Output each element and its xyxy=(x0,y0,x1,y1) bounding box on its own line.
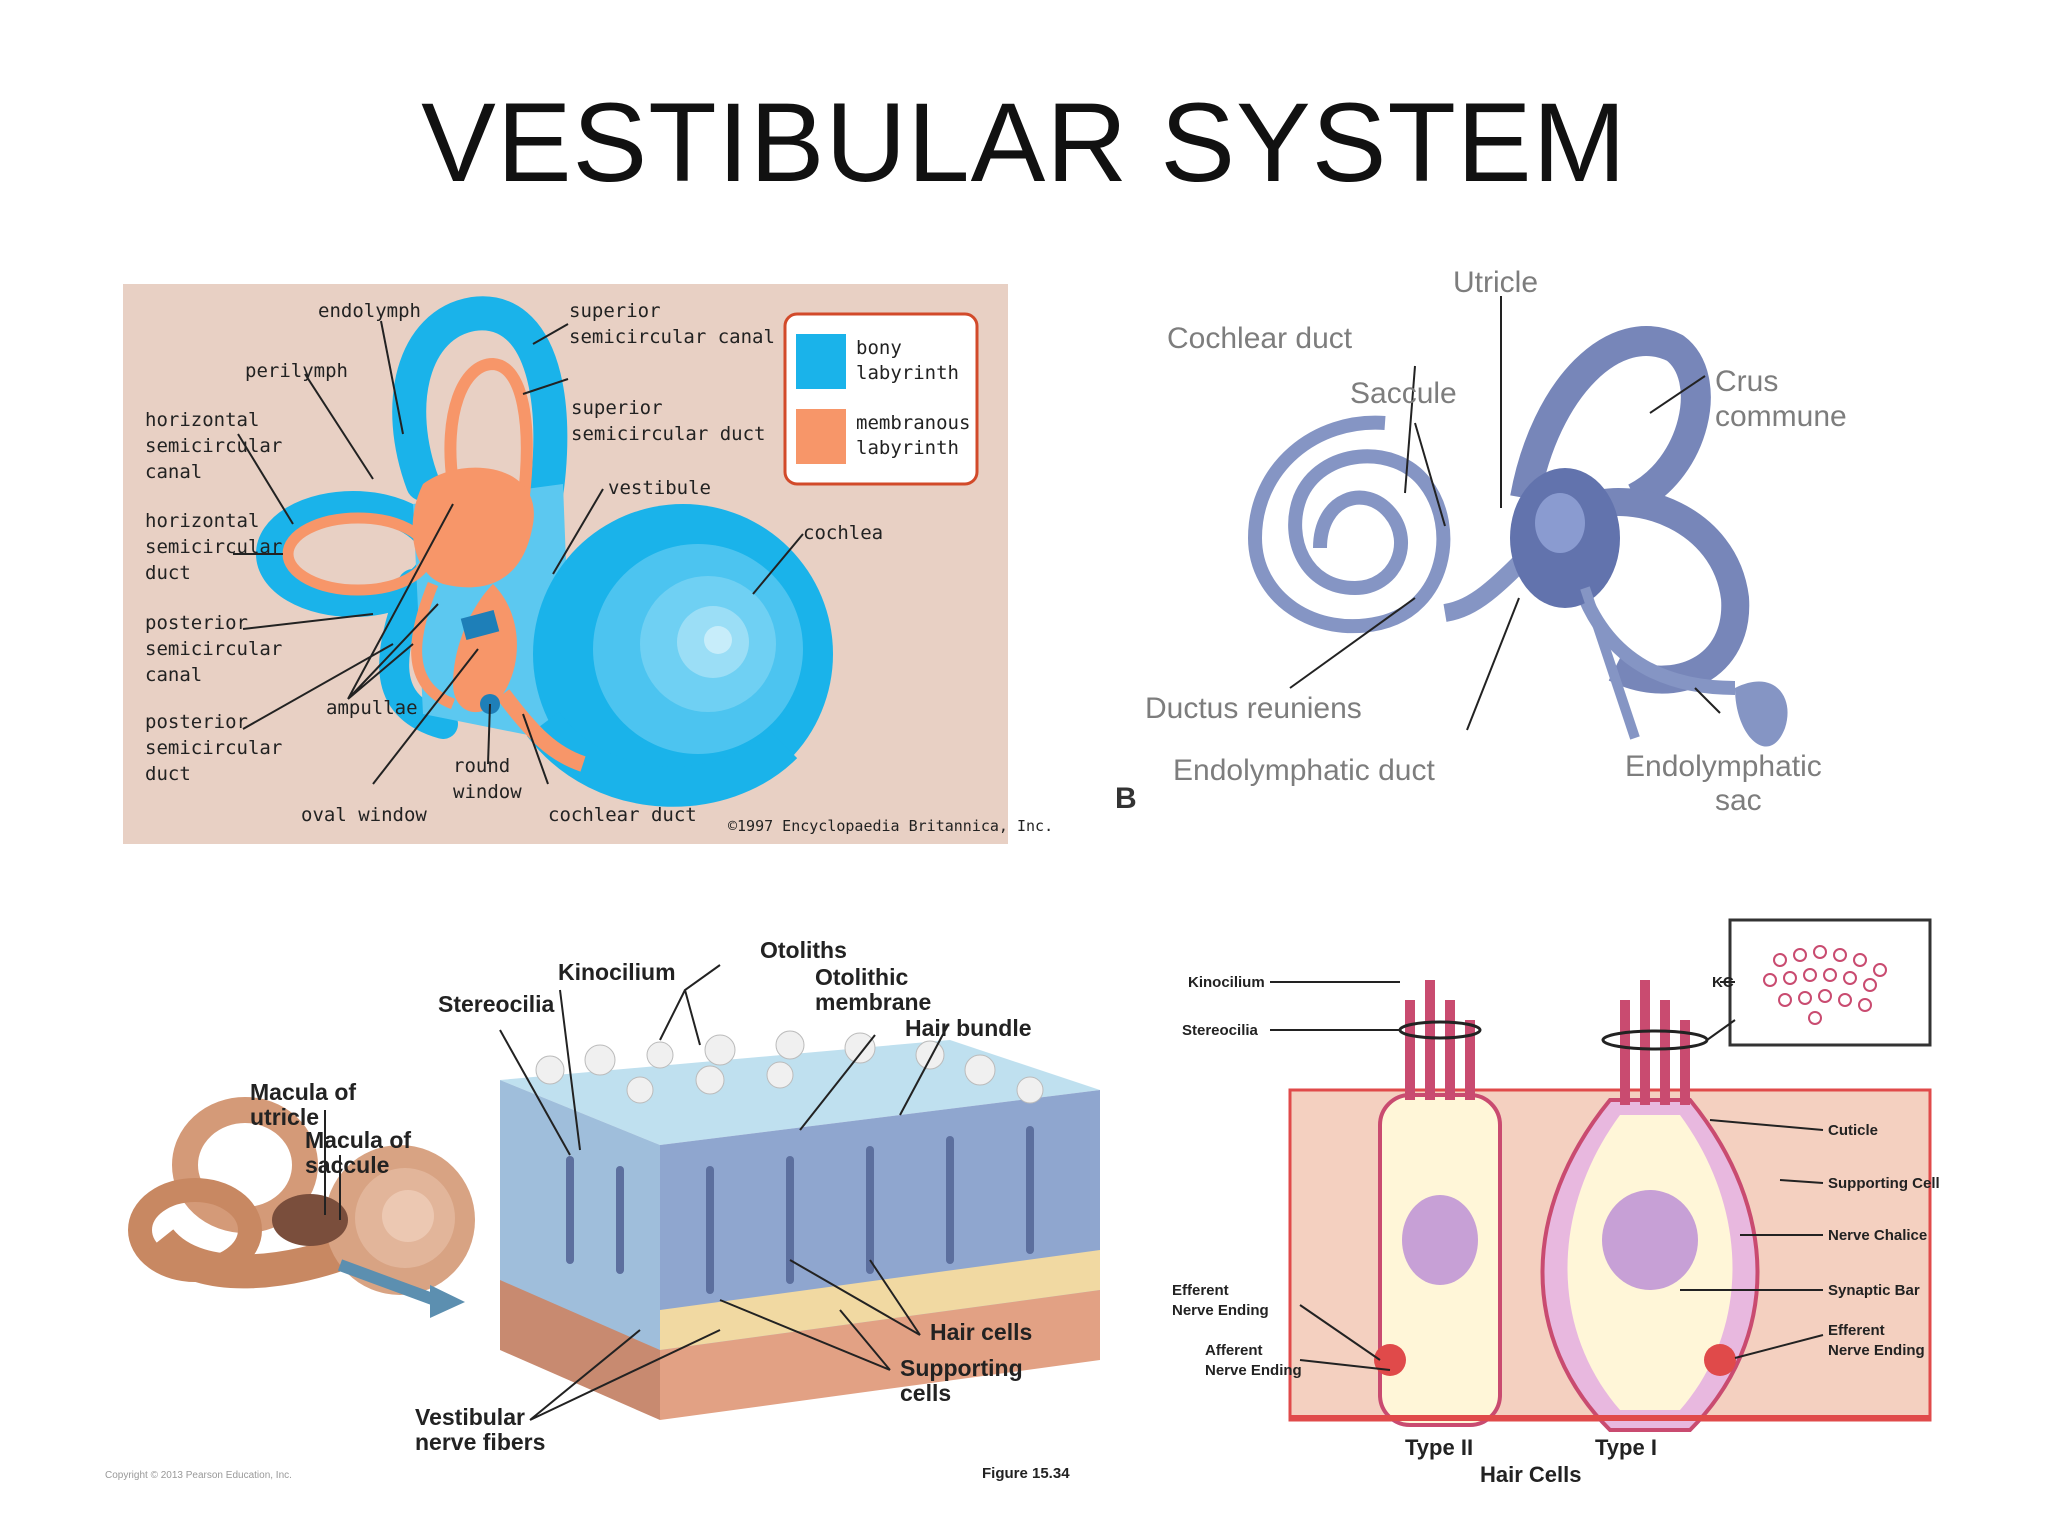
label-nerve-chalice: Nerve Chalice xyxy=(1828,1227,1927,1244)
label-round-window-1: round xyxy=(453,755,510,777)
label-perilymph: perilymph xyxy=(245,360,348,382)
label-posterior-canal-2: semicircular xyxy=(145,638,282,660)
label-kinocilium-macula: Kinocilium xyxy=(558,959,676,985)
label-horizontal-canal-1: horizontal xyxy=(145,409,259,431)
label-cuticle: Cuticle xyxy=(1828,1122,1878,1139)
label-posterior-canal-3: canal xyxy=(145,664,202,686)
utricle-saccule-illustration xyxy=(1510,468,1788,747)
legend-membranous-line1: membranous xyxy=(856,412,970,434)
label-stereocilia-hair: Stereocilia xyxy=(1182,1022,1259,1039)
label-otolithic-membrane-1: Otolithic xyxy=(815,964,908,990)
label-supporting-cells-1: Supporting xyxy=(900,1355,1023,1381)
label-utricle: Utricle xyxy=(1453,266,1538,299)
label-vestibule: vestibule xyxy=(608,477,711,499)
label-horizontal-canal-3: canal xyxy=(145,461,202,483)
label-efferent-right-2: Nerve Ending xyxy=(1828,1342,1925,1359)
legend-bony-line2: labyrinth xyxy=(856,362,959,384)
label-ductus-reuniens: Ductus reuniens xyxy=(1145,692,1362,725)
label-round-window-2: window xyxy=(453,781,522,803)
label-macula-utricle-1: Macula of xyxy=(250,1079,356,1105)
panel-letter: B xyxy=(1115,782,1137,815)
macula-diagram: Macula of utricle Macula of saccule Kino… xyxy=(100,930,1100,1490)
label-endolymphatic-sac-2: sac xyxy=(1715,784,1762,817)
inner-ear-diagram: bony labyrinth membranous labyrinth xyxy=(123,284,1053,844)
label-synaptic-bar: Synaptic Bar xyxy=(1828,1282,1920,1299)
label-macula-saccule-1: Macula of xyxy=(305,1127,411,1153)
legend-bony-line1: bony xyxy=(856,337,902,359)
label-kinocilium-hair: Kinocilium xyxy=(1188,974,1265,991)
label-endolymphatic-duct: Endolymphatic duct xyxy=(1173,754,1435,787)
label-cochlear-duct: cochlear duct xyxy=(548,804,697,826)
label-crus-commune-1: Crus xyxy=(1715,365,1778,398)
label-macula-saccule-2: saccule xyxy=(305,1152,389,1178)
legend-membranous-line2: labyrinth xyxy=(856,437,959,459)
label-supporting-cells-2: cells xyxy=(900,1380,951,1406)
figure-number: Figure 15.34 xyxy=(982,1465,1070,1482)
label-macula-utricle-2: utricle xyxy=(250,1104,319,1130)
label-vestibular-nerve-2: nerve fibers xyxy=(415,1429,545,1455)
tissue-block-illustration xyxy=(500,1030,1100,1420)
label-posterior-duct-1: posterior xyxy=(145,711,248,733)
label-horizontal-canal-2: semicircular xyxy=(145,435,282,457)
legend-swatch-bony xyxy=(796,334,846,389)
label-hair-cells: Hair cells xyxy=(930,1319,1032,1345)
label-horizontal-duct-3: duct xyxy=(145,562,191,584)
ear-copyright: ©1997 Encyclopaedia Britannica, Inc. xyxy=(728,817,1053,835)
label-superior-canal-2: semicircular canal xyxy=(569,326,775,348)
macula-copyright: Copyright © 2013 Pearson Education, Inc. xyxy=(105,1470,292,1481)
label-afferent-2: Nerve Ending xyxy=(1205,1362,1302,1379)
label-horizontal-duct-2: semicircular xyxy=(145,536,282,558)
label-efferent-left-1: Efferent xyxy=(1172,1282,1229,1299)
label-cochlear-duct-b: Cochlear duct xyxy=(1167,322,1353,355)
label-posterior-duct-2: semicircular xyxy=(145,737,282,759)
hair-cell-diagram: Kinocilium Stereocilia KC Cuticle Suppor… xyxy=(1160,890,1990,1490)
label-kc: KC xyxy=(1712,974,1734,991)
label-type-1: Type I xyxy=(1595,1435,1657,1460)
label-otolithic-membrane-2: membrane xyxy=(815,989,931,1015)
label-cochlea: cochlea xyxy=(803,522,883,544)
label-afferent-1: Afferent xyxy=(1205,1342,1263,1359)
label-endolymphatic-sac-1: Endolymphatic xyxy=(1625,750,1822,783)
label-stereocilia-macula: Stereocilia xyxy=(438,991,555,1017)
type-2-hair-cell xyxy=(1378,980,1502,1427)
label-type-2: Type II xyxy=(1405,1435,1473,1460)
label-hair-bundle: Hair bundle xyxy=(905,1015,1032,1041)
label-ampullae: ampullae xyxy=(326,697,418,719)
label-posterior-duct-3: duct xyxy=(145,763,191,785)
label-endolymph: endolymph xyxy=(318,300,421,322)
label-posterior-canal-1: posterior xyxy=(145,612,248,634)
label-superior-duct-2: semicircular duct xyxy=(571,423,765,445)
label-superior-duct-1: superior xyxy=(571,397,663,419)
label-otoliths: Otoliths xyxy=(760,937,847,963)
label-supporting-cell: Supporting Cell xyxy=(1828,1175,1940,1192)
labyrinth-diagram: Utricle Cochlear duct Saccule Crus commu… xyxy=(1115,266,1955,838)
label-saccule: Saccule xyxy=(1350,377,1457,410)
label-vestibular-nerve-1: Vestibular xyxy=(415,1404,525,1430)
membranous-labyrinth-illustration xyxy=(282,357,586,772)
label-efferent-left-2: Nerve Ending xyxy=(1172,1302,1269,1319)
legend: bony labyrinth membranous labyrinth xyxy=(783,312,979,486)
label-superior-canal-1: superior xyxy=(569,300,661,322)
label-hair-cells-caption: Hair Cells xyxy=(1480,1462,1582,1487)
small-ear-illustration xyxy=(128,1097,475,1318)
label-crus-commune-2: commune xyxy=(1715,400,1847,433)
type-1-hair-cell xyxy=(1540,980,1760,1432)
kc-inset xyxy=(1728,918,1932,1047)
label-efferent-right-1: Efferent xyxy=(1828,1322,1885,1339)
legend-swatch-membranous xyxy=(796,409,846,464)
label-oval-window: oval window xyxy=(301,804,427,826)
labyrinth-illustration xyxy=(1247,326,1750,695)
label-horizontal-duct-1: horizontal xyxy=(145,510,259,532)
slide-title: VESTIBULAR SYSTEM xyxy=(421,80,1627,205)
